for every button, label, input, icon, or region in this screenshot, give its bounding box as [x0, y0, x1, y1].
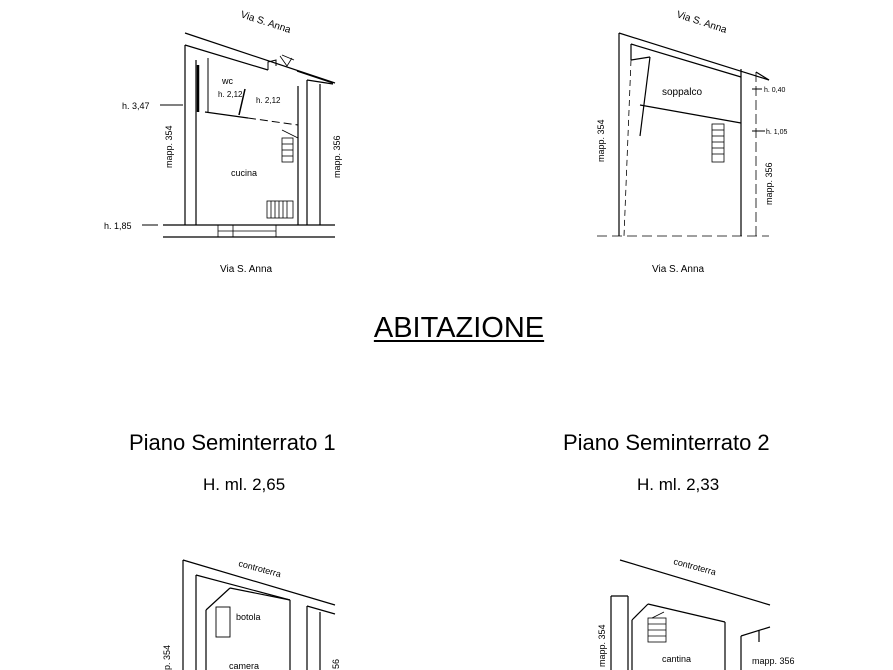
height-label: h. 1,05	[766, 129, 788, 136]
room-label-botola: botola	[236, 612, 261, 622]
mapp-label: p. 354	[162, 645, 172, 670]
street-label: Via S. Anna	[239, 9, 292, 36]
mapp-label: mapp. 356	[332, 135, 342, 178]
plan-top-right	[597, 32, 770, 237]
mapp-label: mapp. 354	[164, 125, 174, 168]
mapp-label: mapp. 356	[764, 162, 774, 205]
plan-title-semi2: Piano Seminterrato 2	[563, 430, 770, 455]
room-label-camera: camera	[229, 661, 259, 670]
height-label: h. 2,12	[256, 96, 281, 105]
mapp-label: mapp. 354	[596, 119, 606, 162]
street-label: Via S. Anna	[220, 264, 273, 275]
height-label: h. 0,40	[764, 87, 786, 94]
plan-semi2-labels: controterra cantina mapp. 354 mapp. 356	[597, 556, 795, 667]
plan-semi2	[610, 559, 771, 670]
room-label-wc: wc	[221, 76, 233, 86]
mapp-label: mapp. 356	[752, 656, 795, 666]
plan-top-left-labels: Via S. Anna wc h. 2,12 h. 2,12 h. 3,47 c…	[104, 9, 342, 275]
plan-semi1	[182, 559, 336, 670]
room-label-cantina: cantina	[662, 654, 691, 664]
mapp-label: mapp. 354	[597, 624, 607, 667]
height-label: h. 3,47	[122, 101, 150, 111]
street-label: controterra	[237, 558, 282, 579]
height-label: h. 2,12	[218, 90, 243, 99]
plan-top-left	[142, 32, 336, 238]
street-label: controterra	[672, 556, 717, 577]
mapp-label: 56	[331, 659, 341, 669]
plan-title-semi1: Piano Seminterrato 1	[129, 430, 336, 455]
plan-semi1-labels: controterra botola camera p. 354 56	[162, 558, 341, 670]
plan-top-right-labels: Via S. Anna soppalco h. 0,40 h. 1,05 map…	[596, 9, 788, 275]
plan-height-semi2: H. ml. 2,33	[637, 475, 720, 494]
room-label-soppalco: soppalco	[662, 87, 702, 98]
street-label: Via S. Anna	[652, 264, 705, 275]
page-title: ABITAZIONE	[373, 312, 545, 344]
height-label: h. 1,85	[104, 221, 132, 231]
street-label: Via S. Anna	[675, 9, 728, 36]
plan-height-semi1: H. ml. 2,65	[203, 475, 286, 494]
room-label-cucina: cucina	[231, 168, 257, 178]
